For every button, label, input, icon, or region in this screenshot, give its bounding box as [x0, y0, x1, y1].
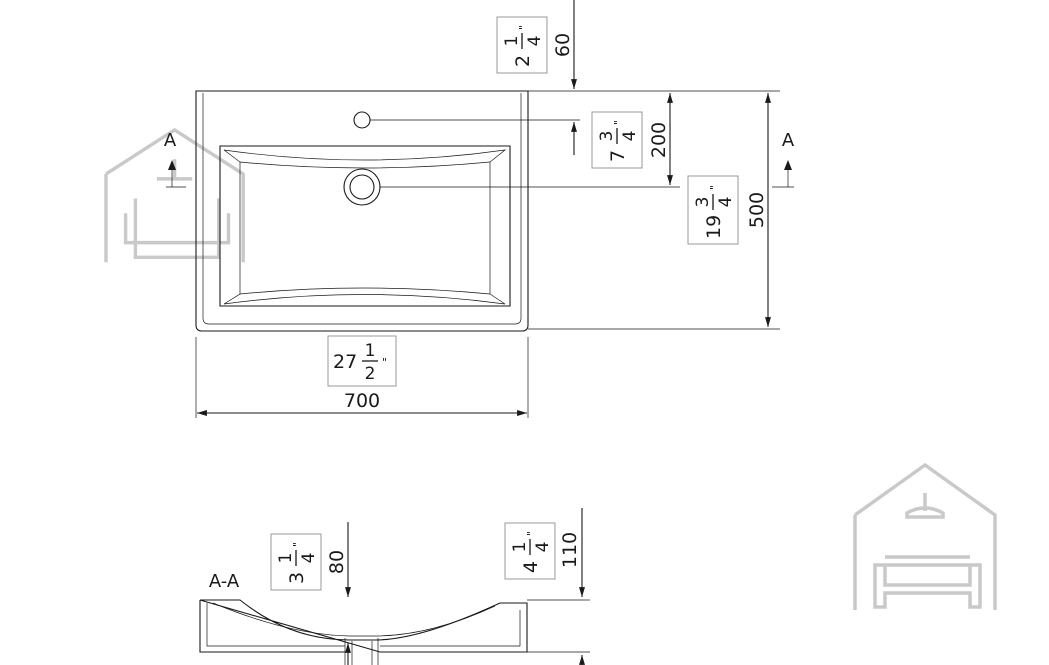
tap-offset-mm-label: 60 [552, 33, 574, 57]
svg-text:1: 1 [365, 341, 376, 361]
width-mm-label: 700 [344, 390, 380, 412]
tap-hole [353, 111, 371, 129]
svg-text:19: 19 [703, 215, 725, 239]
width-inch-box: 27 1 2 " [327, 335, 397, 387]
svg-text:": " [612, 120, 625, 125]
section-marker-left: A [164, 130, 186, 188]
drain-hole [343, 168, 381, 206]
svg-text:": " [291, 542, 304, 547]
svg-text:7: 7 [607, 150, 629, 162]
drain-offset-mm-label: 200 [648, 122, 670, 158]
tap-offset-inch-box: 2 1 4 " [496, 16, 548, 74]
svg-text:4: 4 [716, 197, 736, 208]
section-marker-right: A [772, 130, 795, 188]
svg-text:4: 4 [533, 542, 553, 553]
svg-text:27: 27 [333, 351, 357, 373]
svg-text:": " [708, 185, 721, 190]
bowl-depth-mm-label: 80 [326, 550, 348, 574]
svg-text:2: 2 [365, 364, 376, 384]
svg-text:A: A [164, 130, 177, 151]
drain-offset-inch-box: 7 3 4 " [591, 111, 643, 169]
bowl-depth-inch-box: 3 1 4 " [270, 533, 322, 591]
svg-text:4: 4 [620, 131, 640, 142]
section-title: A-A [209, 571, 240, 592]
svg-text:": " [382, 356, 387, 369]
svg-text:": " [525, 531, 538, 536]
svg-text:4: 4 [525, 36, 545, 47]
svg-text:3: 3 [597, 131, 617, 142]
svg-text:1: 1 [276, 553, 296, 564]
house-sofa-logo-icon-2 [853, 462, 997, 610]
svg-text:": " [517, 25, 530, 30]
height-mm-label: 110 [559, 532, 581, 568]
svg-text:2: 2 [512, 55, 534, 67]
svg-text:1: 1 [502, 36, 522, 47]
svg-text:4: 4 [520, 561, 542, 573]
depth-inch-box: 19 3 4 " [687, 175, 739, 245]
svg-text:4: 4 [299, 553, 319, 564]
depth-mm-label: 500 [746, 192, 768, 228]
svg-text:1: 1 [510, 542, 530, 553]
svg-text:3: 3 [286, 572, 308, 584]
basin-top-outline [195, 90, 529, 332]
basin-section-profile [199, 599, 528, 665]
svg-text:3: 3 [693, 197, 713, 208]
svg-text:A: A [782, 130, 795, 151]
height-inch-box: 4 1 4 " [504, 522, 556, 580]
